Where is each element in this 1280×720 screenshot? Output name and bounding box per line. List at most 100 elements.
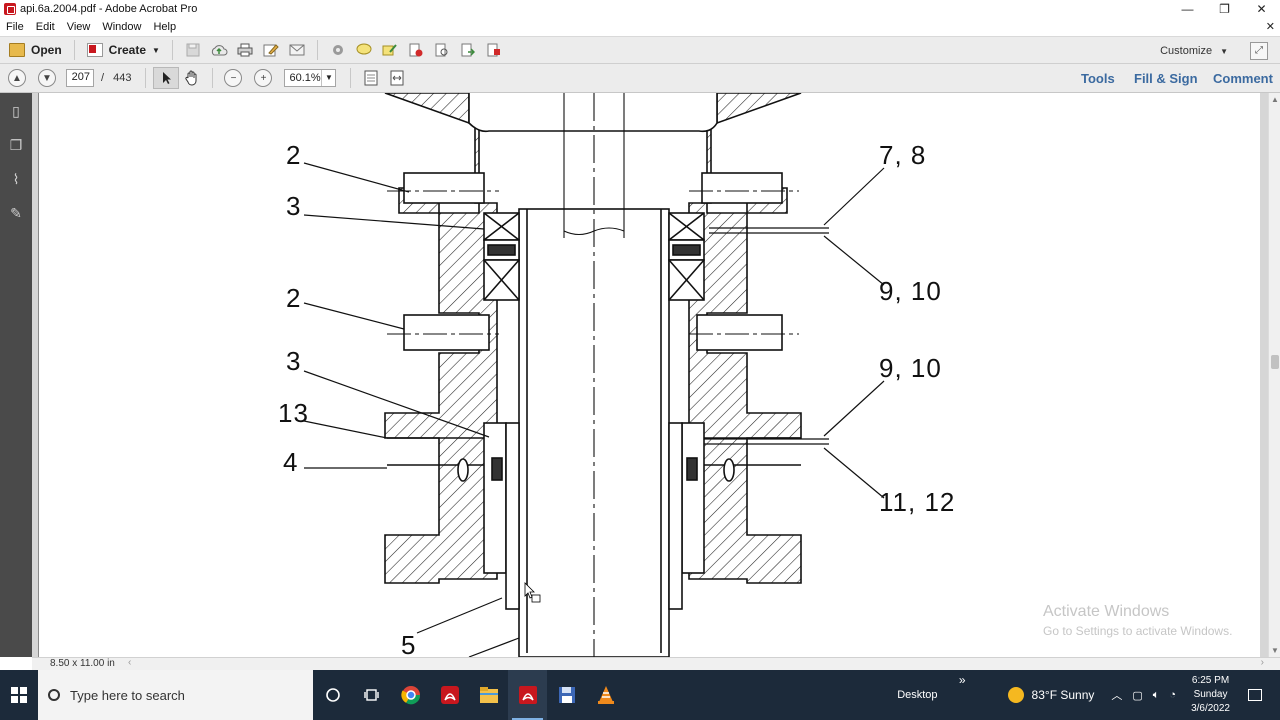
clock-day: Sunday <box>1193 689 1228 700</box>
document-viewport[interactable]: 2 3 2 3 13 4 5 7, 8 9, 10 9, 10 11, 12 A… <box>32 93 1268 657</box>
page-total: / 443 <box>101 72 131 84</box>
insert-page-icon[interactable] <box>455 39 481 61</box>
print-icon[interactable] <box>232 39 258 61</box>
toolbar-divider <box>73 40 75 60</box>
volume-icon[interactable]: 🔈︎ <box>1152 688 1160 701</box>
next-page-button[interactable]: ▼ <box>38 69 56 87</box>
callout-2-lower: 2 <box>286 283 302 313</box>
menu-bar: File Edit View Window Help ✕ <box>0 18 1280 36</box>
upper-shaft <box>468 93 718 133</box>
taskbar-search-box[interactable]: Type here to search <box>38 670 313 720</box>
callout-5: 5 <box>401 630 417 657</box>
fill-sign-tab[interactable]: Fill & Sign <box>1134 71 1198 86</box>
folder-icon <box>9 43 25 57</box>
acrobat-reader-taskbar-icon[interactable] <box>430 670 469 720</box>
extract-page-icon[interactable] <box>429 39 455 61</box>
comment-bubble-icon[interactable] <box>351 39 377 61</box>
windows-taskbar: Type here to search Desktop » 83°F Sunny… <box>0 670 1280 720</box>
restore-button[interactable]: ❐ <box>1219 2 1230 16</box>
search-placeholder: Type here to search <box>70 687 185 703</box>
bookmarks-icon[interactable]: ❐ <box>9 137 23 153</box>
file-explorer-taskbar-icon[interactable] <box>469 670 508 720</box>
windows-logo-icon <box>11 687 27 703</box>
hand-tool-icon[interactable] <box>179 67 205 89</box>
signatures-pen-icon[interactable]: ✎ <box>10 205 22 221</box>
close-button[interactable]: ✕ <box>1256 2 1267 16</box>
delete-page-icon[interactable] <box>403 39 429 61</box>
minimize-button[interactable]: — <box>1181 2 1194 16</box>
toolbar-divider <box>145 68 147 88</box>
double-chevron-icon[interactable]: » <box>958 673 966 687</box>
organize-pages-icon[interactable] <box>481 39 507 61</box>
clock-time: 6:25 PM <box>1191 675 1230 686</box>
page-thumbnails-icon[interactable]: ▯ <box>12 103 20 119</box>
zoom-level-select[interactable]: 60.1% ▼ <box>284 69 337 87</box>
cloud-upload-icon[interactable] <box>206 39 232 61</box>
window-controls: — ❐ ✕ <box>1169 0 1280 18</box>
fit-width-icon[interactable] <box>384 67 410 89</box>
technical-drawing <box>303 93 885 657</box>
activate-windows-subtitle: Go to Settings to activate Windows. <box>1043 624 1233 638</box>
desktop-toolbar-label[interactable]: Desktop » <box>897 673 965 701</box>
status-bar: 8.50 x 11.00 in ‹ › <box>32 657 1280 670</box>
task-view-button[interactable] <box>352 670 391 720</box>
start-button[interactable] <box>0 670 38 720</box>
fit-page-icon[interactable] <box>358 67 384 89</box>
clock-date: 3/6/2022 <box>1191 703 1230 714</box>
menu-file[interactable]: File <box>6 21 24 33</box>
chevron-up-icon[interactable]: ︿ <box>1111 690 1123 702</box>
system-clock[interactable]: 6:25 PM Sunday 3/6/2022 <box>1191 674 1230 716</box>
vertical-scrollbar[interactable]: ▲ ▼ <box>1268 93 1280 657</box>
window-title: api.6a.2004.pdf - Adobe Acrobat Pro <box>20 3 198 15</box>
callout-2-upper: 2 <box>286 140 302 170</box>
scroll-up-arrow-icon[interactable]: ▲ <box>1271 95 1279 104</box>
acrobat-pro-taskbar-icon[interactable] <box>508 670 547 720</box>
vlc-taskbar-icon[interactable] <box>586 670 625 720</box>
attachments-paperclip-icon[interactable]: ⌇ <box>12 171 20 187</box>
email-icon[interactable] <box>284 39 310 61</box>
toolbar-divider <box>350 68 352 88</box>
device-icon[interactable]: ▢ <box>1132 689 1143 702</box>
title-bar: api.6a.2004.pdf - Adobe Acrobat Pro — ❐ … <box>0 0 1280 18</box>
menu-view[interactable]: View <box>66 21 91 33</box>
zoom-in-button[interactable]: + <box>254 69 273 87</box>
mouse-cursor <box>524 582 541 603</box>
scroll-down-arrow-icon[interactable]: ▼ <box>1271 646 1279 655</box>
zoom-out-button[interactable]: − <box>224 69 243 87</box>
edit-pencil-icon[interactable] <box>258 39 284 61</box>
settings-gear-icon[interactable] <box>325 39 351 61</box>
create-button[interactable]: Create ▼ <box>82 39 165 61</box>
page-number-input[interactable]: 207 <box>66 69 94 87</box>
highlight-icon[interactable] <box>377 39 403 61</box>
comment-tab[interactable]: Comment <box>1213 71 1273 86</box>
chrome-taskbar-icon[interactable] <box>391 670 430 720</box>
close-document-button[interactable]: ✕ <box>1265 21 1275 33</box>
fullscreen-icon[interactable]: ⤢ <box>1250 42 1268 60</box>
customize-menu[interactable]: Customize ▼ <box>1160 37 1228 65</box>
callout-11-12: 11, 12 <box>879 487 956 517</box>
cortana-button[interactable] <box>313 670 352 720</box>
menu-help[interactable]: Help <box>153 21 177 33</box>
weather-status[interactable]: 83°F Sunny <box>1031 688 1095 702</box>
chevron-down-icon: ▼ <box>321 70 335 86</box>
search-icon <box>48 689 60 701</box>
tools-tab[interactable]: Tools <box>1081 71 1115 86</box>
page-separator: / <box>101 72 105 84</box>
network-icon[interactable]: ◔ <box>1169 689 1177 701</box>
save-app-taskbar-icon[interactable] <box>547 670 586 720</box>
callout-7-8: 7, 8 <box>879 140 927 170</box>
previous-page-button[interactable]: ▲ <box>8 69 26 87</box>
scroll-thumb[interactable] <box>1271 355 1279 369</box>
notifications-icon[interactable] <box>1248 689 1262 701</box>
select-tool-icon[interactable] <box>153 67 180 89</box>
menu-edit[interactable]: Edit <box>35 21 55 33</box>
scroll-right-arrow-icon[interactable]: › <box>1260 657 1264 668</box>
system-tray: Desktop » 83°F Sunny ︿ ▢ 🔈︎ ◔ 6:25 PM Su… <box>897 670 1280 720</box>
scroll-left-arrow-icon[interactable]: ‹ <box>128 657 132 668</box>
page-size-label: 8.50 x 11.00 in <box>50 658 115 669</box>
create-label: Create <box>108 43 147 57</box>
save-icon[interactable] <box>180 39 206 61</box>
menu-window[interactable]: Window <box>102 21 142 33</box>
open-button[interactable]: Open <box>4 39 67 61</box>
toolbar-divider <box>316 40 318 60</box>
